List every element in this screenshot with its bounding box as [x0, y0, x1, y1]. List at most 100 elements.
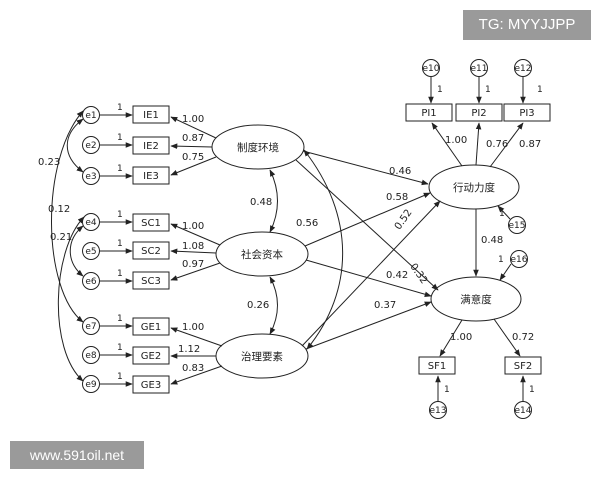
box-IE1: [132, 105, 170, 124]
arrow-env-IE1: [170, 116, 217, 139]
loading-IE3: 0.75: [182, 152, 204, 163]
fixed-e9: 1: [117, 372, 123, 382]
cov-e1-e3-label: 0.23: [38, 157, 60, 168]
cov-env-soc: [269, 169, 278, 233]
indicator-SF1-label: SF1: [428, 361, 446, 372]
indicator-IE3-label: IE3: [143, 171, 159, 182]
loading-GE3: 0.83: [182, 363, 204, 374]
error-e3-label: e3: [85, 172, 96, 182]
loading-SF1: 1.00: [450, 332, 472, 343]
cov-e4-e9-label: 0.12: [48, 204, 70, 215]
arrow-sat-SF1: [439, 319, 463, 357]
coef-act-sat: 0.48: [481, 235, 503, 246]
loading-PI1: 1.00: [445, 135, 467, 146]
cov-soc-gov-label: 0.26: [247, 300, 269, 311]
fixed-e2: 1: [117, 133, 123, 143]
fixed-e3: 1: [117, 164, 123, 174]
arrow-act-PI1: [431, 122, 463, 167]
indicator-PI3-label: PI3: [519, 108, 534, 119]
path-env-sat: [295, 159, 439, 291]
error-e15-label: e15: [509, 221, 526, 231]
indicator-PI1-label: PI1: [421, 108, 436, 119]
box-SC1: [132, 213, 170, 232]
loading-SC1: 1.00: [182, 221, 204, 232]
error-e13: [429, 401, 447, 419]
fixed-e12: 1: [537, 85, 543, 95]
error-e9-label: e9: [85, 380, 97, 390]
box-GE3: [132, 375, 170, 394]
loading-GE2: 1.12: [178, 344, 200, 355]
cov-env-soc-label: 0.48: [250, 197, 272, 208]
error-e14-label: e14: [515, 406, 532, 416]
error-e10-label: e10: [423, 64, 440, 74]
indicator-GE3-label: GE3: [141, 380, 161, 391]
indicator-SF2-label: SF2: [514, 361, 532, 372]
box-GE2: [132, 346, 170, 365]
box-SC2: [132, 241, 170, 260]
watermark-top: TG: MYYJJPP: [463, 10, 591, 40]
arrow-soc-SC1: [170, 223, 221, 246]
fixed-e8: 1: [117, 343, 123, 353]
box-PI1: [405, 103, 453, 122]
loading-PI3: 0.87: [519, 139, 541, 150]
coef-soc-act: 0.58: [386, 192, 408, 203]
fixed-e7: 1: [117, 314, 123, 324]
cov-env-gov-label: 0.56: [296, 218, 318, 229]
box-PI3: [503, 103, 551, 122]
error-e5-label: e5: [85, 247, 96, 257]
indicator-PI2-label: PI2: [471, 108, 486, 119]
fixed-e6: 1: [117, 269, 123, 279]
box-IE3: [132, 166, 170, 185]
cov-e4-e6-label: 0.21: [50, 232, 72, 243]
fixed-e16: 1: [498, 255, 504, 265]
arrow-act-PI2: [475, 122, 482, 166]
arrow-e15-act: [497, 205, 511, 220]
error-e12: [514, 59, 532, 77]
loading-SC3: 0.97: [182, 259, 204, 270]
loading-SC2: 1.08: [182, 241, 204, 252]
error-e14: [514, 401, 532, 419]
latent-env-label: 制度环境: [237, 141, 279, 154]
indicator-GE2-label: GE2: [141, 351, 161, 362]
latent-soc-label: 社会资本: [241, 248, 283, 261]
arrow-env-IE3: [170, 156, 217, 176]
coef-env-act: 0.46: [389, 166, 411, 177]
error-e6-label: e6: [85, 277, 97, 287]
arrow-env-IE2: [170, 143, 213, 149]
fixed-e13: 1: [444, 385, 450, 395]
cov-e4-e9: [57, 216, 85, 382]
error-e7-label: e7: [85, 322, 96, 332]
error-e11-label: e11: [471, 64, 488, 74]
indicator-IE2-label: IE2: [143, 141, 159, 152]
loading-PI2: 0.76: [486, 139, 508, 150]
box-SF2: [504, 356, 542, 375]
box-SC3: [132, 271, 170, 290]
fixed-e4: 1: [117, 210, 123, 220]
arrow-sat-SF2: [493, 318, 521, 357]
loading-GE1: 1.00: [182, 322, 204, 333]
error-e13-label: e13: [430, 406, 447, 416]
cov-e1-e3: [66, 118, 84, 173]
latent-act-ellipse: [428, 164, 520, 210]
error-e16: [510, 250, 528, 268]
fixed-e1: 1: [117, 103, 123, 113]
arrow-soc-SC3: [170, 262, 221, 281]
loading-IE2: 0.87: [182, 133, 204, 144]
fixed-e10: 1: [437, 85, 443, 95]
latent-sat-label: 满意度: [460, 293, 492, 306]
error-e9: [82, 375, 100, 393]
cov-soc-gov: [269, 276, 278, 335]
arrow-gov-GE1: [170, 327, 223, 347]
loading-IE1: 1.00: [182, 114, 204, 125]
watermark-bottom: www.591oil.net: [10, 441, 144, 469]
coef-env-sat: 0.32: [407, 262, 429, 287]
latent-gov-label: 治理要素: [241, 350, 283, 363]
arrow-e16-sat: [499, 263, 512, 281]
path-gov-sat: [305, 301, 432, 350]
arrow-act-PI3: [489, 122, 524, 168]
loading-SF2: 0.72: [512, 332, 534, 343]
error-e10: [422, 59, 440, 77]
error-e2-label: e2: [85, 141, 96, 151]
